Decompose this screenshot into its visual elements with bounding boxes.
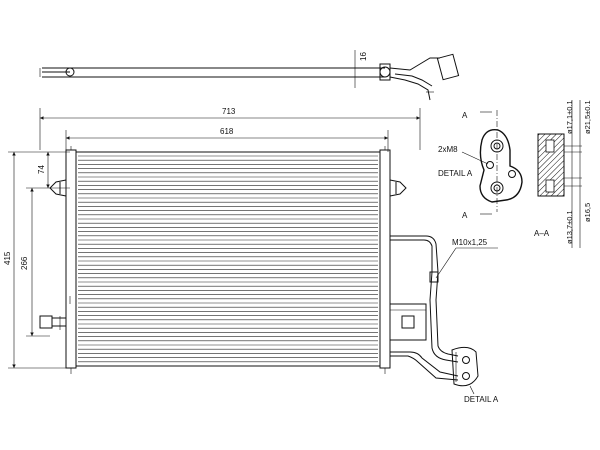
detail-a-flange: A A 2xM8 DETAIL A (438, 110, 523, 220)
section-mark-bottom: A (462, 211, 468, 220)
section-dim-d2: ø21,5±0.1 (583, 100, 592, 134)
top-view: 16 (39, 50, 460, 101)
width-dimensions: 713 618 (39, 107, 421, 152)
dim-thickness: 16 (359, 52, 368, 61)
bolt-label: 2xM8 (438, 145, 458, 154)
condenser-front-view: M10x1,25 DETAIL A (39, 146, 499, 404)
section-dim-d4: ø16,5 (583, 203, 592, 222)
fitting-thread-label: M10x1,25 (452, 238, 488, 247)
detail-label-bottom: DETAIL A (464, 395, 499, 404)
height-dimensions: 415 266 74 (3, 151, 70, 369)
dim-core-height: 266 (20, 256, 29, 270)
dim-top-offset: 74 (37, 165, 46, 174)
section-dim-d3: ø13,7±0.1 (565, 210, 574, 244)
section-a-a: ø17,1±0.1 ø21,5±0.1 ø13,7±0.1 ø16,5 A–A (534, 100, 592, 248)
section-dim-d1: ø17,1±0.1 (565, 100, 574, 134)
dim-overall-width: 713 (222, 107, 236, 116)
dim-core-width: 618 (220, 127, 234, 136)
detail-label-top: DETAIL A (438, 169, 473, 178)
dim-total-height: 415 (3, 251, 12, 265)
section-mark-top: A (462, 111, 468, 120)
core-fins (78, 155, 378, 363)
section-label: A–A (534, 229, 550, 238)
